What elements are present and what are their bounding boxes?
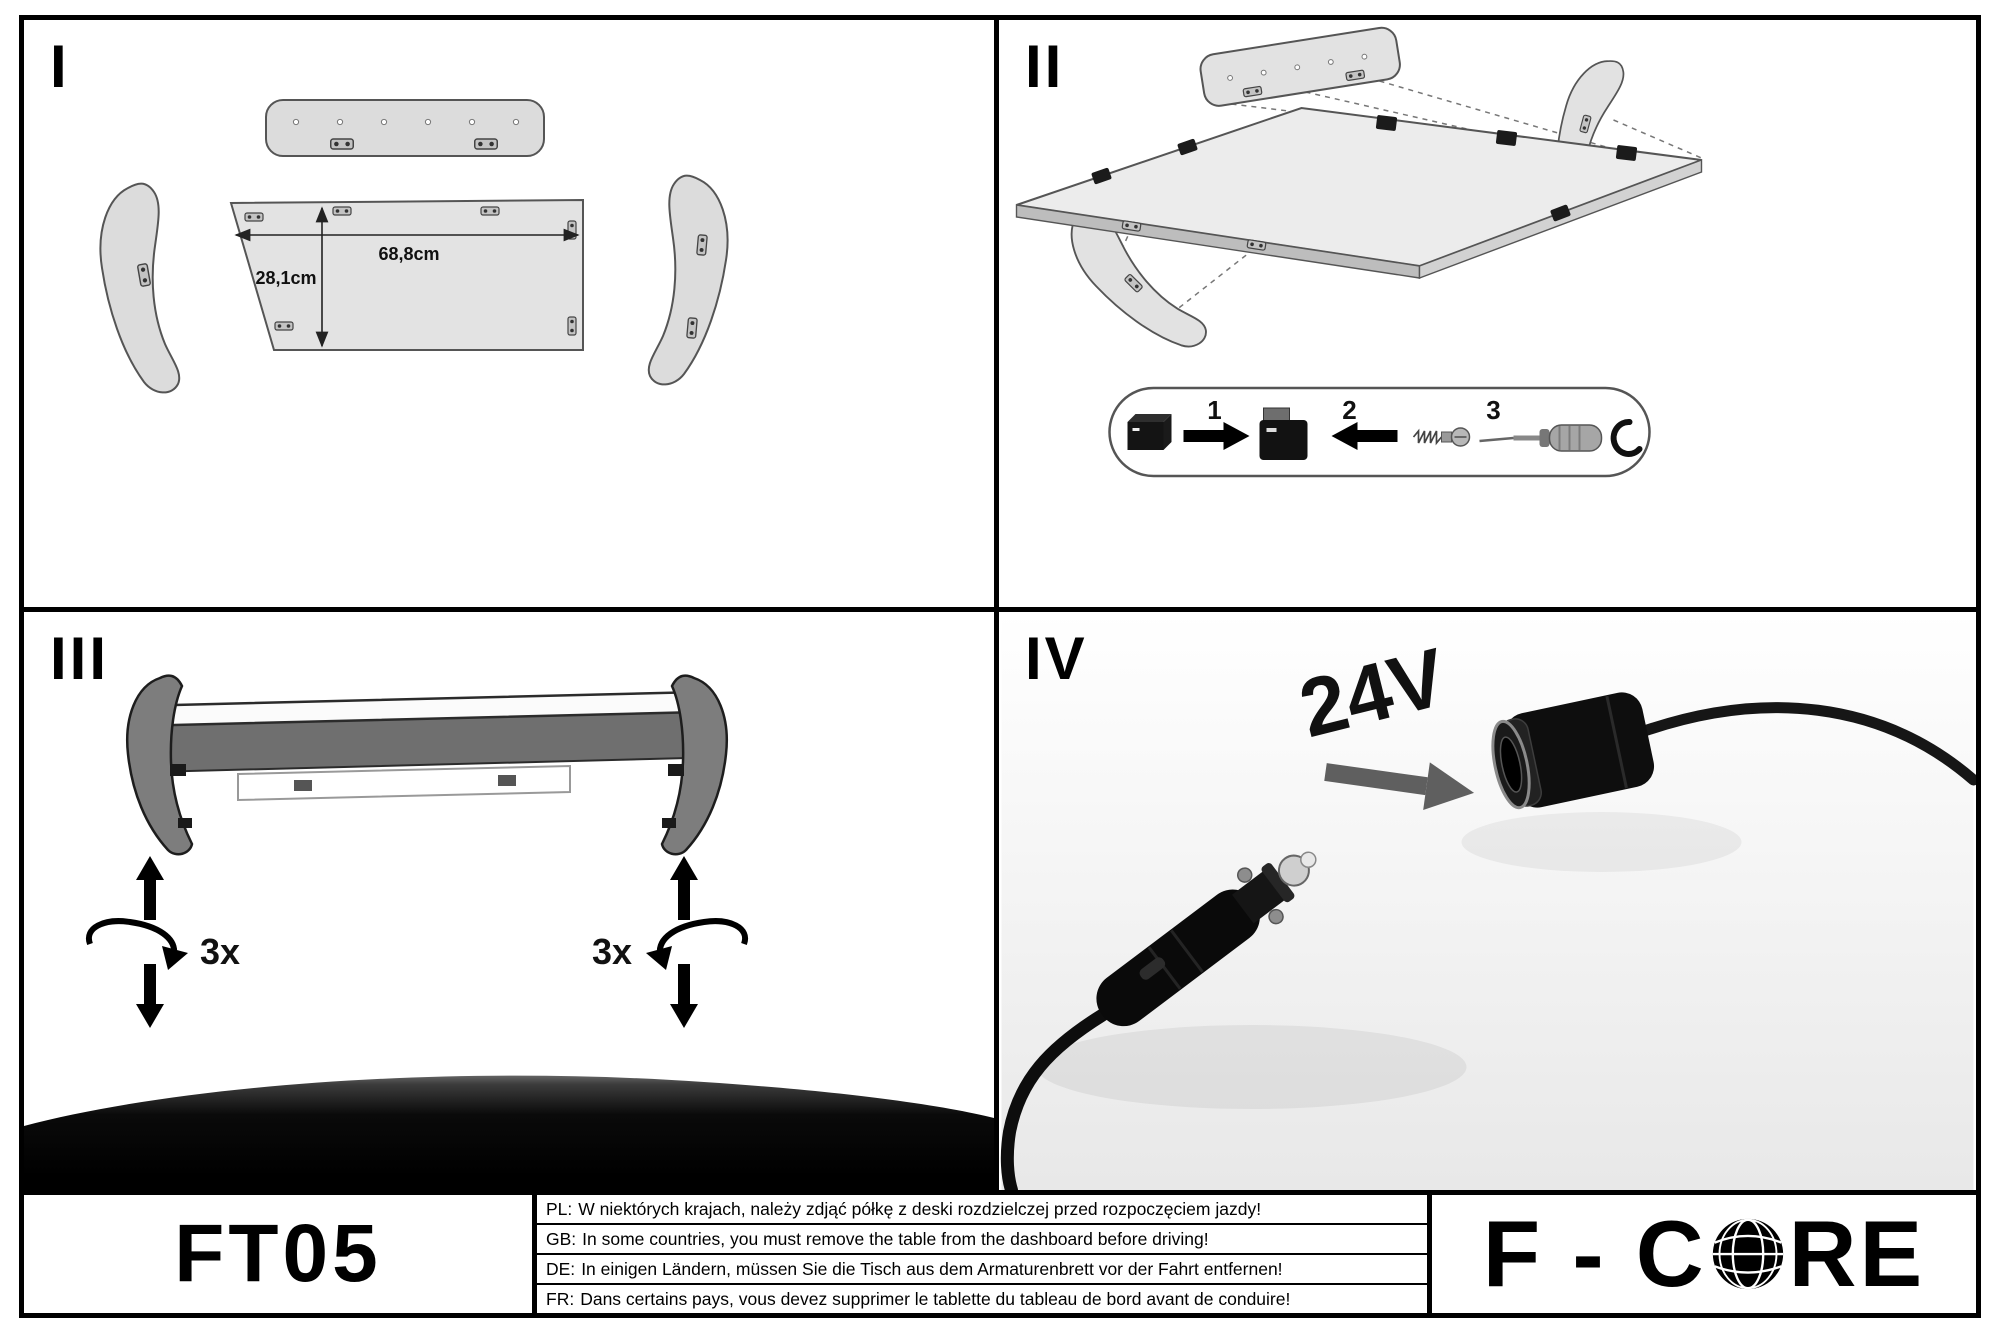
socket-adapter	[1491, 692, 1655, 810]
left-side-bracket	[126, 674, 194, 856]
warning-notes: PL: W niektórych krajach, należy zdjąć p…	[532, 1195, 1432, 1313]
brand-text-left: F - C	[1482, 1201, 1707, 1306]
panel-3-mounting: III	[24, 612, 999, 1190]
panel-2-drawing: 1 2 3	[1015, 26, 1703, 478]
note-pl: PL: W niektórych krajach, należy zdjąć p…	[537, 1195, 1427, 1225]
lighter-plug	[1096, 851, 1317, 1027]
note-de-text: In einigen Ländern, müssen Sie die Tisch…	[581, 1258, 1283, 1279]
plug-shadow	[1036, 1025, 1467, 1109]
step-2-arrow-icon	[1331, 422, 1398, 450]
socket-cable	[1636, 702, 1976, 786]
model-code: FT05	[174, 1208, 382, 1299]
height-dimension-label: 28,1cm	[255, 268, 316, 288]
model-cell: FT05	[24, 1195, 532, 1313]
right-install-arrows	[646, 856, 749, 1028]
step-1-label: 1	[1207, 395, 1221, 425]
socket-shadow	[1461, 812, 1742, 872]
plug-cable	[1000, 1008, 1109, 1190]
brand-text-right: RE	[1788, 1201, 1926, 1306]
note-gb-lang: GB:	[546, 1228, 577, 1249]
mounting-clips	[1091, 115, 1638, 222]
note-fr: FR: Dans certains pays, vous devez suppr…	[537, 1285, 1427, 1313]
left-install-arrows	[85, 856, 188, 1028]
clip-part-icon	[1127, 414, 1172, 450]
instruction-sheet: I	[19, 15, 1981, 1318]
note-gb-text: In some countries, you must remove the t…	[582, 1228, 1209, 1249]
panel-4-power: IV 24V	[999, 612, 1976, 1190]
panel-4-label: IV	[1025, 625, 1088, 692]
brand-logo: F - C RE	[1432, 1195, 1976, 1313]
hook-clip-icon	[1610, 418, 1643, 457]
tabletop-part: 68,8cm 28,1cm	[229, 198, 584, 351]
step-3-label: 3	[1486, 395, 1500, 425]
step-2-label: 2	[1342, 395, 1356, 425]
footer-bar: FT05 PL: W niektórych krajach, należy zd…	[24, 1190, 1976, 1313]
panel-2-assembly: II	[999, 20, 1976, 612]
panel-1-parts-overview: I	[24, 20, 999, 612]
note-gb: GB: In some countries, you must remove t…	[537, 1225, 1427, 1255]
panel-1-drawing: 68,8cm 28,1cm	[99, 99, 729, 394]
note-pl-text: W niektórych krajach, należy zdjąć półkę…	[578, 1198, 1262, 1219]
note-fr-lang: FR:	[546, 1288, 575, 1309]
note-de-lang: DE:	[546, 1258, 576, 1279]
voltage-arrow-icon	[1324, 762, 1475, 810]
globe-icon	[1712, 1218, 1783, 1290]
left-bracket-part	[99, 182, 181, 394]
panel-3-label: III	[50, 625, 110, 692]
assembled-table	[126, 674, 728, 856]
right-repeat-count: 3x	[592, 931, 632, 972]
panel-1-label: I	[50, 33, 70, 100]
back-panel-part	[265, 99, 545, 157]
step-1-arrow-icon	[1183, 422, 1250, 450]
right-twist-arrow-icon	[656, 918, 749, 955]
left-repeat-count: 3x	[200, 931, 240, 972]
panel-3-drawing: 3x 3x	[24, 674, 994, 1190]
dashboard-silhouette	[24, 1075, 994, 1190]
right-bracket-part	[647, 174, 729, 386]
tabletop-exploded	[1015, 106, 1703, 280]
under-shelf	[237, 764, 571, 802]
note-pl-lang: PL:	[546, 1198, 573, 1219]
back-panel-exploded	[1199, 26, 1401, 107]
panel-2-label: II	[1025, 33, 1065, 100]
screwdriver-icon	[1479, 424, 1603, 452]
note-de: DE: In einigen Ländern, müssen Sie die T…	[537, 1255, 1427, 1285]
panel-4-drawing: 24V	[1000, 612, 1976, 1190]
screw-icon	[1412, 427, 1471, 447]
right-side-bracket	[660, 674, 728, 856]
hardware-steps: 1 2 3	[1108, 386, 1651, 478]
note-fr-text: Dans certains pays, vous devez supprimer…	[580, 1288, 1291, 1309]
left-twist-arrow-icon	[85, 918, 178, 955]
width-dimension-label: 68,8cm	[378, 244, 439, 264]
mount-part-icon	[1259, 407, 1308, 460]
